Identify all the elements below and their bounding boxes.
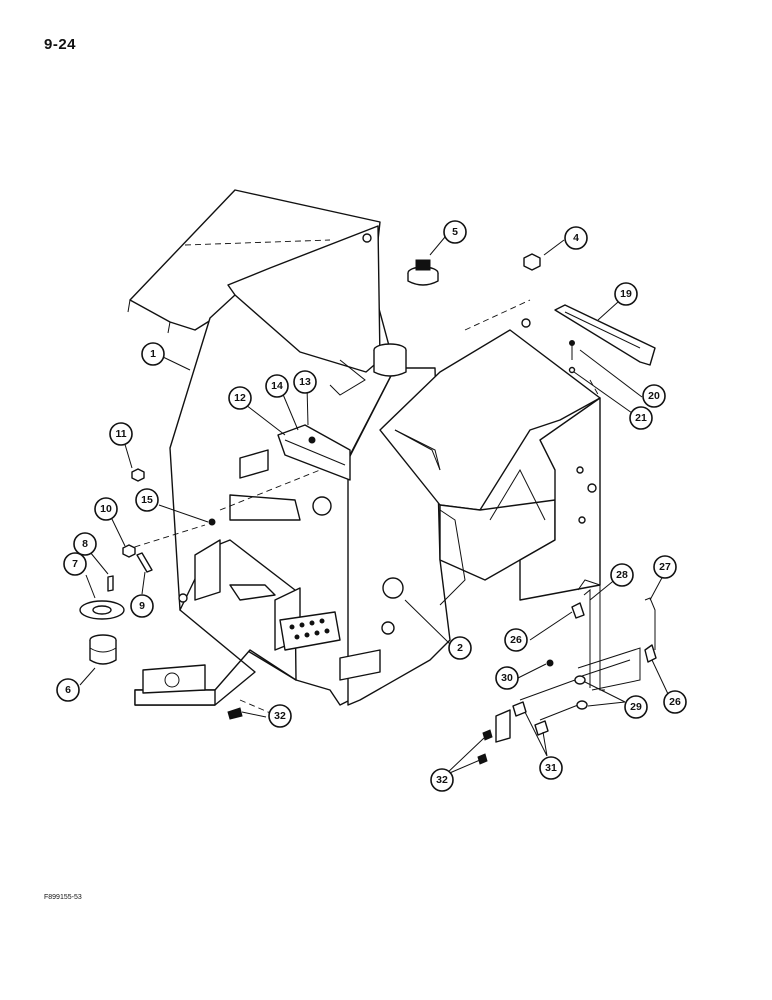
part-7-flange [79,600,125,620]
part-20-21-screw-washer [568,340,576,374]
frame-assembly [124,189,601,716]
svg-text:11: 11 [115,428,126,440]
svg-text:19: 19 [620,288,632,300]
callout-26-lower: 26 [663,690,687,714]
parts-26-28-lines [571,579,657,691]
svg-text:30: 30 [501,672,513,684]
part-11-nut [131,468,145,482]
parts-29-31-fittings [477,659,588,765]
callout-19: 19 [614,282,638,306]
svg-text:20: 20 [648,390,660,402]
svg-text:10: 10 [100,503,112,515]
part-19-strip [554,304,656,366]
page-number: 9-24 [44,36,77,53]
figure-code: F899155-53 [44,894,82,901]
callout-8: 8 [73,532,97,556]
part-5-cap [407,259,439,286]
part-8-bolt [107,575,114,592]
part-6-coupling [89,634,117,665]
svg-text:7: 7 [72,558,78,570]
svg-text:12: 12 [234,392,246,404]
svg-text:26: 26 [510,634,522,646]
callout-30: 30 [495,666,519,690]
svg-text:29: 29 [630,701,642,713]
svg-text:21: 21 [635,412,647,424]
callout-14: 14 [265,374,289,398]
svg-text:9: 9 [139,600,145,612]
callout-32-front: 32 [268,704,292,728]
callout-21: 21 [629,406,653,430]
part-10-nut [122,544,136,558]
leader-lines [79,236,669,776]
callout-20: 20 [642,384,666,408]
part-15-washer [208,518,216,526]
callout-12: 12 [228,386,252,410]
callout-9: 9 [130,594,154,618]
callout-1: 1 [141,342,165,366]
svg-text:2: 2 [457,642,463,654]
callout-2: 2 [448,636,472,660]
callout-10: 10 [94,497,118,521]
callout-29: 29 [624,695,648,719]
callout-28: 28 [610,563,634,587]
callout-13: 13 [293,370,317,394]
svg-text:15: 15 [141,494,153,506]
svg-text:32: 32 [436,774,448,786]
svg-text:1: 1 [150,348,156,360]
svg-text:14: 14 [271,380,283,392]
svg-text:26: 26 [669,696,681,708]
svg-text:31: 31 [545,762,557,774]
part-9-bolt [136,552,153,573]
svg-text:5: 5 [452,226,458,238]
svg-text:32: 32 [274,710,286,722]
callout-11: 11 [109,422,133,446]
svg-text:6: 6 [65,684,71,696]
callout-7: 7 [63,552,87,576]
callout-6: 6 [56,678,80,702]
callout-27: 27 [653,555,677,579]
callout-5: 5 [443,220,467,244]
callout-31: 31 [539,756,563,780]
callout-15: 15 [135,488,159,512]
svg-text:27: 27 [659,561,671,573]
svg-text:8: 8 [82,538,88,550]
part-12-plate [277,424,351,481]
callout-4: 4 [564,226,588,250]
callout-32-rear: 32 [430,768,454,792]
svg-text:28: 28 [616,569,628,581]
svg-text:4: 4 [573,232,579,244]
svg-text:13: 13 [299,376,311,388]
part-32-fitting-front [227,707,243,720]
part-4-nut [523,253,541,271]
callout-26-upper: 26 [504,628,528,652]
